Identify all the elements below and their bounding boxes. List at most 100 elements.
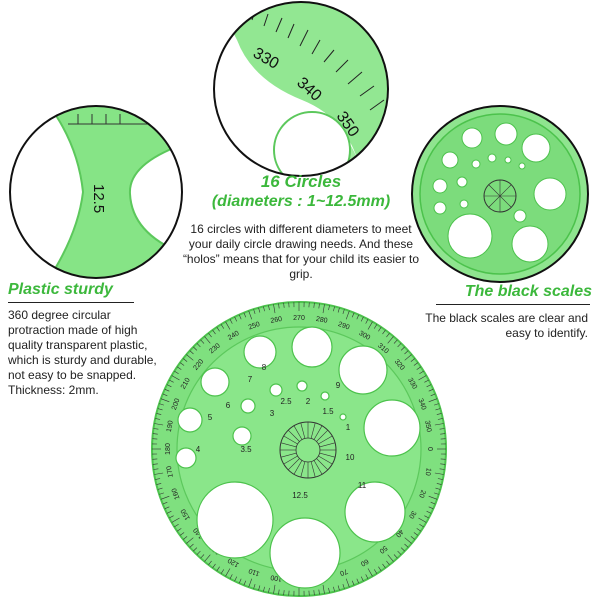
ruler-tick: [393, 554, 398, 559]
left-title: Plastic sturdy: [8, 281, 113, 298]
center-spoke: [318, 455, 333, 465]
ruler-tick: [179, 362, 185, 366]
ruler-tick: [424, 515, 429, 519]
ruler-tick: [436, 483, 442, 485]
center-spoke: [310, 461, 316, 478]
ruler-degree-label: 70: [339, 567, 349, 576]
ruler-tick: [373, 324, 378, 329]
center-spoke: [316, 458, 329, 471]
ruler-tick: [204, 554, 211, 562]
ruler-tick: [419, 523, 424, 528]
ruler-tick: [193, 346, 198, 351]
ruler-degree-label: 0: [426, 447, 433, 451]
ruler-tick: [159, 403, 164, 406]
ruler-tick: [439, 428, 445, 430]
ruler-tick: [156, 413, 162, 415]
ruler-tick: [345, 578, 350, 588]
ruler-tick: [404, 354, 412, 361]
ruler-hole-label: 8: [262, 363, 267, 372]
hole-large-bottom-right: [344, 481, 406, 543]
ruler-tick: [216, 566, 220, 572]
ruler-tick: [365, 319, 369, 324]
ruler-hole-label: 6: [226, 401, 231, 410]
ruler-tick: [428, 495, 438, 500]
ruler-degree-label: 170: [166, 465, 175, 478]
right-title-underline: [436, 304, 590, 305]
ruler-tick: [436, 413, 442, 415]
ruler-degree-label: 10: [424, 467, 432, 476]
hole-inner-3: [269, 383, 283, 397]
ruler-degree-label: 260: [270, 316, 283, 325]
ruler-tick: [166, 510, 172, 514]
center-spoke: [280, 442, 297, 448]
ruler-tick: [159, 492, 164, 495]
hole-inner-6: [339, 413, 347, 421]
ruler-hole-label: 3: [270, 409, 275, 418]
ruler-tick: [157, 408, 163, 411]
ruler-tick: [397, 343, 402, 348]
ruler-tick: [248, 310, 253, 320]
zoom-left-label: 12.5: [90, 184, 107, 213]
ruler-tick: [196, 550, 201, 555]
center-spoke: [316, 429, 329, 442]
ruler-degree-label: 180: [165, 443, 172, 455]
ruler-tick: [196, 343, 201, 348]
ruler-tick: [413, 532, 419, 536]
ruler-degree-label: 240: [227, 330, 241, 342]
ruler-tick: [212, 329, 216, 335]
ruler-tick: [437, 418, 443, 420]
ruler-degree-label: 330: [406, 377, 418, 391]
ruler-tick: [382, 563, 386, 569]
ruler-tick: [200, 554, 205, 559]
ruler-tick: [183, 536, 188, 540]
ruler-tick: [162, 393, 168, 397]
ruler-tick: [216, 326, 220, 332]
ruler-hole-label: 3.5: [240, 445, 252, 454]
hole-top-right: [338, 345, 388, 395]
ruler-tick: [186, 537, 194, 544]
ruler-degree-label: 110: [248, 567, 261, 577]
ruler-tick: [208, 333, 212, 338]
ruler-tick: [258, 307, 261, 313]
ruler-tick: [434, 472, 444, 475]
ruler-tick: [174, 523, 179, 528]
center-description: 16 circles with different diameters to m…: [182, 222, 420, 281]
hole-left: [177, 407, 203, 433]
ruler-tick: [268, 587, 270, 593]
ruler-tick: [437, 478, 443, 480]
ruler-tick: [440, 463, 446, 465]
ruler-tick: [208, 560, 212, 565]
hole-large-bottom-left: [196, 481, 274, 559]
ruler-holes: [175, 326, 421, 589]
ruler-tick: [313, 302, 315, 308]
center-spoke: [293, 460, 303, 475]
hole-inner-5: [320, 391, 330, 401]
center-spoke: [318, 435, 333, 445]
ruler-tick: [337, 307, 340, 313]
ruler-tick: [435, 408, 441, 411]
ruler-tick: [430, 501, 436, 505]
ruler-degree-label: 50: [378, 544, 389, 554]
ruler-tick: [397, 550, 402, 555]
ruler-tick: [404, 350, 409, 355]
ruler-tick: [164, 388, 170, 392]
ruler-tick: [342, 584, 345, 589]
ruler-degree-label: 120: [227, 556, 241, 568]
center-spoke: [300, 422, 306, 439]
ruler-tick: [333, 586, 335, 592]
ruler-tick: [253, 309, 256, 314]
center-spoke: [313, 460, 323, 475]
hole-left-lower: [175, 447, 197, 469]
ruler-tick: [220, 569, 225, 574]
ruler-ticks: [152, 302, 446, 596]
ruler-tick: [193, 547, 198, 552]
hole-right: [363, 399, 421, 457]
ruler-tick: [229, 574, 233, 579]
ruler-degree-label: 350: [423, 420, 432, 433]
ruler-tick: [160, 398, 170, 403]
ruler-tick: [153, 468, 159, 470]
ruler-tick: [220, 324, 225, 329]
ruler-tick: [155, 478, 161, 480]
hole-large-bottom-center: [269, 517, 341, 589]
ruler-degree-label: 160: [171, 487, 182, 500]
